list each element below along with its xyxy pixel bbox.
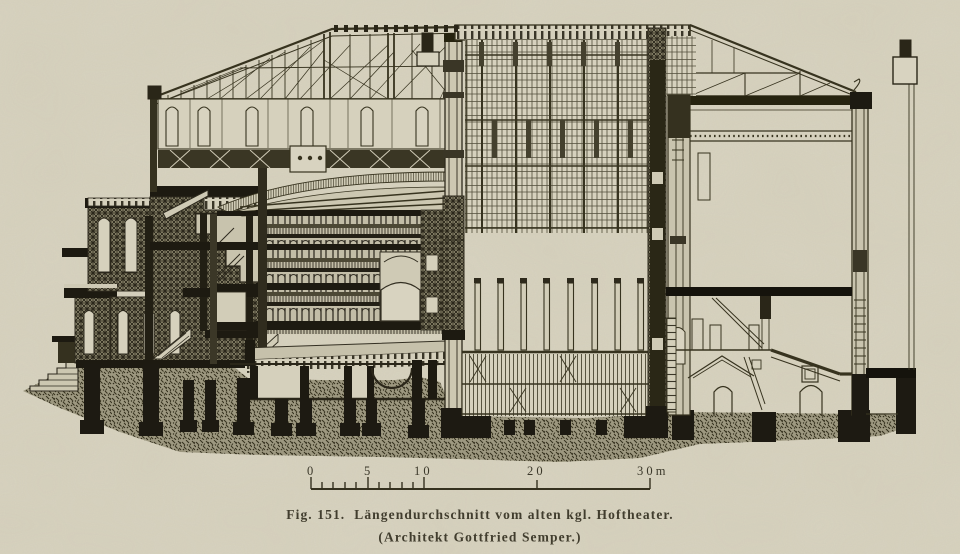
svg-text:5: 5 <box>364 464 370 478</box>
svg-text:0: 0 <box>307 464 313 478</box>
svg-text:3 0 m: 3 0 m <box>637 464 666 478</box>
svg-text:Fig. 151. Längendurchschnitt: Fig. 151. Längendurchschnitt vom alten k… <box>286 507 674 522</box>
svg-text:1 0: 1 0 <box>414 464 430 478</box>
svg-text:(Architekt Gottfried Semper.): (Architekt Gottfried Semper.) <box>378 530 581 545</box>
svg-text:2 0: 2 0 <box>527 464 543 478</box>
